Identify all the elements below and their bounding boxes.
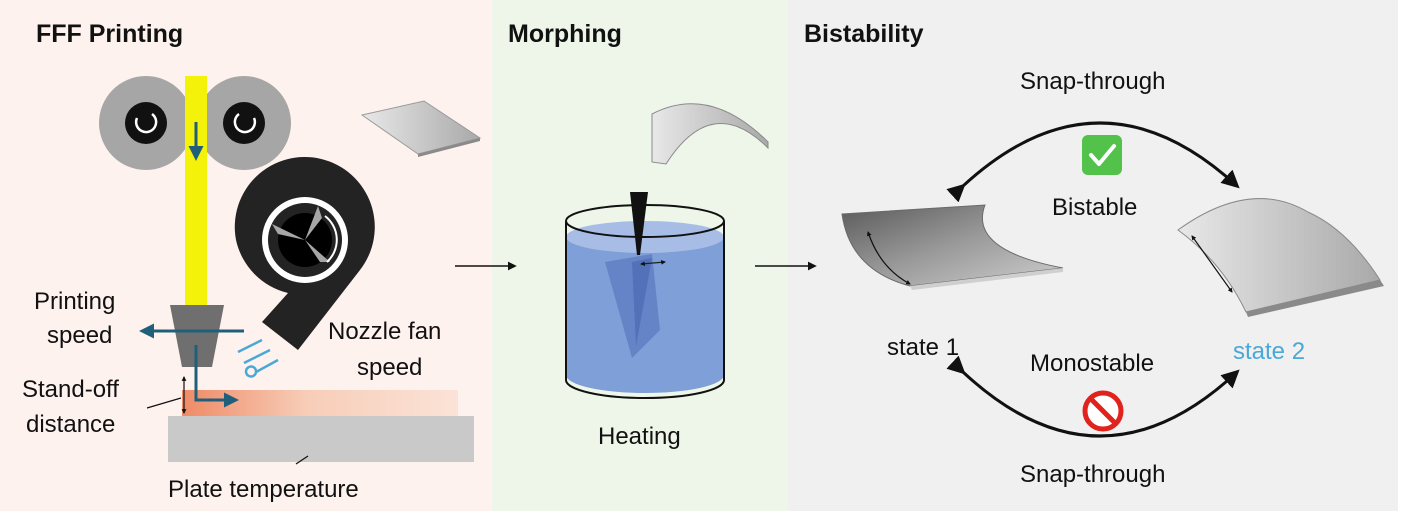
extrusion-arrow <box>194 345 239 408</box>
flat-printed-sheet <box>360 100 482 155</box>
panel-title-morphing: Morphing <box>508 20 622 48</box>
snap-through-arc-bottom <box>946 355 1240 438</box>
label-printing-speed-line1: Printing <box>34 288 116 315</box>
label-standoff-line1: Stand-off <box>22 376 119 403</box>
curved-sheet <box>651 103 769 165</box>
airflow-lines <box>237 338 279 378</box>
filament-roller-right <box>197 76 291 170</box>
panel-title-bistability: Bistability <box>804 20 924 48</box>
nozzle <box>170 305 224 367</box>
panel-title-fff: FFF Printing <box>36 20 184 48</box>
filament-roller-left <box>99 76 193 170</box>
snap-through-arc-top <box>946 121 1240 203</box>
rotation-arrow-icon <box>134 112 158 134</box>
label-nozzle-fan-line2: speed <box>357 354 423 381</box>
curvature-arrow-1 <box>866 231 911 285</box>
curvature-arrow-2 <box>1191 235 1233 293</box>
standoff-leader <box>146 397 182 409</box>
cooling-fan <box>234 156 375 350</box>
deposited-layer <box>182 390 458 416</box>
sheet-state-2 <box>1177 198 1381 313</box>
flat-sheet-edge <box>418 138 480 157</box>
label-nozzle-fan-line1: Nozzle fan <box>328 318 442 345</box>
label-snap-through-top: Snap-through <box>1020 68 1166 95</box>
label-monostable: Monostable <box>1030 350 1155 377</box>
filament <box>185 76 207 310</box>
build-plate <box>168 416 474 462</box>
label-snap-through-bottom: Snap-through <box>1020 461 1166 488</box>
rotation-arrow-icon <box>233 112 257 134</box>
plate-leader <box>295 455 309 465</box>
forbidden-icon <box>1082 390 1124 432</box>
label-heating: Heating <box>598 423 681 450</box>
sheet-state-2-edge <box>1246 280 1384 317</box>
label-bistable: Bistable <box>1052 194 1138 221</box>
label-standoff-line2: distance <box>26 411 116 438</box>
label-plate-temperature: Plate temperature <box>168 476 359 503</box>
heating-beaker <box>565 192 725 399</box>
check-icon <box>1082 135 1122 175</box>
label-printing-speed-line2: speed <box>47 322 113 349</box>
sheet-state-1-edge <box>910 268 1063 290</box>
label-state-2: state 2 <box>1233 338 1306 365</box>
label-state-1: state 1 <box>887 334 960 361</box>
